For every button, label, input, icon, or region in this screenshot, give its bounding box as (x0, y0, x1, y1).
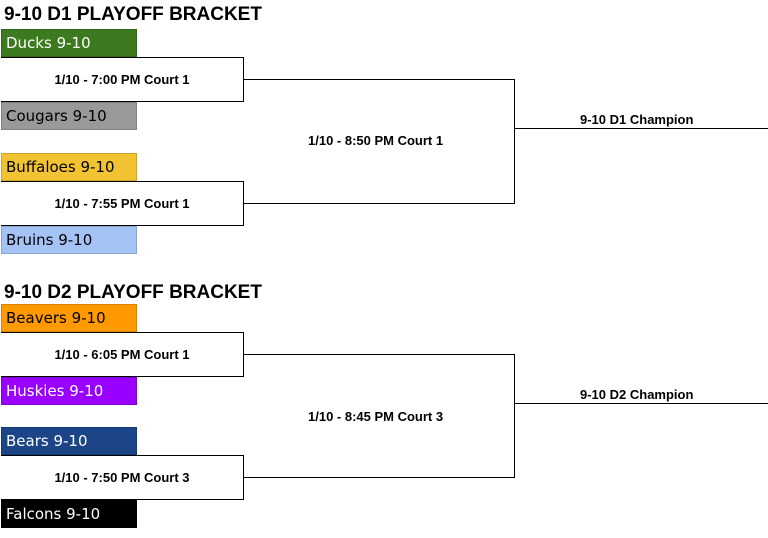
champion-line (514, 128, 768, 129)
team-slot: Huskies 9-10 (1, 377, 137, 405)
d1-bracket: 9-10 D1 PLAYOFF BRACKET 1/10 - 7:00 PM C… (0, 0, 768, 260)
connector-line (243, 477, 515, 478)
bracket-title: 9-10 D1 PLAYOFF BRACKET (4, 4, 262, 25)
bracket-title: 9-10 D2 PLAYOFF BRACKET (4, 282, 262, 303)
match-time: 1/10 - 7:55 PM Court 1 (54, 196, 190, 211)
connector-line (514, 354, 515, 478)
match-box: 1/10 - 6:05 PM Court 1 (1, 332, 244, 377)
team-slot: Bruins 9-10 (1, 226, 137, 254)
final-match-time: 1/10 - 8:50 PM Court 1 (308, 133, 444, 148)
final-match-time: 1/10 - 8:45 PM Court 3 (308, 409, 444, 424)
connector-line (243, 354, 515, 355)
connector-line (243, 79, 515, 80)
match-box: 1/10 - 7:50 PM Court 3 (1, 455, 244, 500)
connector-line (514, 79, 515, 204)
champion-line (514, 403, 768, 404)
team-slot: Beavers 9-10 (1, 304, 137, 332)
team-slot: Falcons 9-10 (1, 500, 137, 528)
team-slot: Bears 9-10 (1, 427, 137, 455)
connector-line (243, 203, 515, 204)
match-time: 1/10 - 7:50 PM Court 3 (54, 470, 190, 485)
champion-label: 9-10 D1 Champion (580, 112, 694, 127)
team-slot: Ducks 9-10 (1, 29, 137, 57)
match-time: 1/10 - 6:05 PM Court 1 (54, 347, 190, 362)
d2-bracket: 9-10 D2 PLAYOFF BRACKET 1/10 - 6:05 PM C… (0, 278, 768, 538)
champion-label: 9-10 D2 Champion (580, 387, 694, 402)
team-slot: Cougars 9-10 (1, 102, 137, 130)
match-time: 1/10 - 7:00 PM Court 1 (54, 72, 190, 87)
match-box: 1/10 - 7:55 PM Court 1 (1, 181, 244, 226)
match-box: 1/10 - 7:00 PM Court 1 (1, 57, 244, 102)
team-slot: Buffaloes 9-10 (1, 153, 137, 181)
